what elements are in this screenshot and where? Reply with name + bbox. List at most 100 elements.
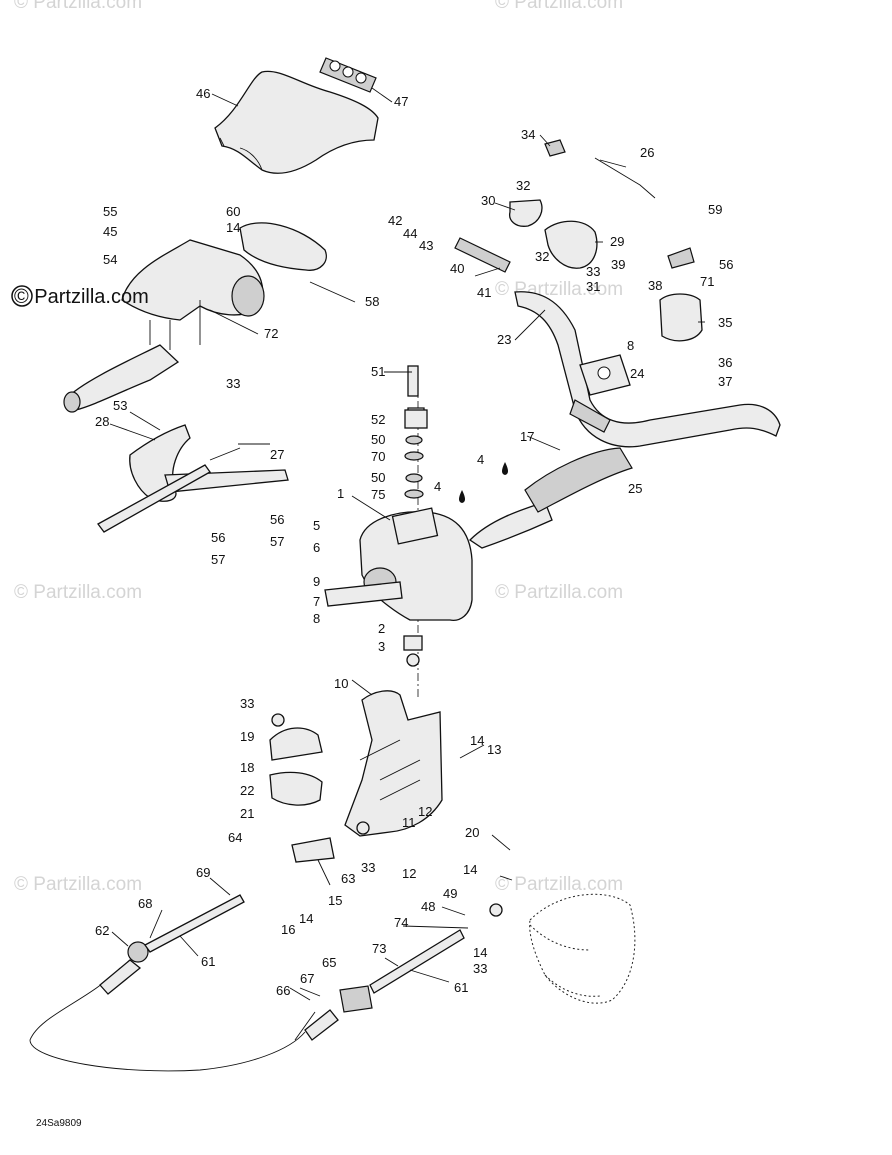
callout-25[interactable]: 25 <box>628 481 642 496</box>
watermark-text: © Partzilla.com <box>495 0 623 13</box>
callout-39[interactable]: 39 <box>611 257 625 272</box>
callout-6[interactable]: 6 <box>313 540 320 555</box>
callout-70[interactable]: 70 <box>371 449 385 464</box>
callout-8[interactable]: 8 <box>627 338 634 353</box>
callout-57[interactable]: 57 <box>270 534 284 549</box>
callout-48[interactable]: 48 <box>421 899 435 914</box>
callout-55[interactable]: 55 <box>103 204 117 219</box>
callout-61[interactable]: 61 <box>201 954 215 969</box>
callout-19[interactable]: 19 <box>240 729 254 744</box>
callout-13[interactable]: 13 <box>487 742 501 757</box>
callout-32b[interactable]: 32 <box>535 249 549 264</box>
callout-63[interactable]: 63 <box>341 871 355 886</box>
callout-14[interactable]: 14 <box>226 220 240 235</box>
callout-56c[interactable]: 56 <box>211 530 225 545</box>
callout-31[interactable]: 31 <box>586 279 600 294</box>
callout-11[interactable]: 11 <box>402 815 416 830</box>
callout-1[interactable]: 1 <box>337 486 344 501</box>
watermark-text: © Partzilla.com <box>495 279 623 300</box>
callout-54[interactable]: 54 <box>103 252 117 267</box>
callout-20[interactable]: 20 <box>465 825 479 840</box>
callout-36[interactable]: 36 <box>718 355 732 370</box>
callout-32[interactable]: 32 <box>516 178 530 193</box>
callout-75[interactable]: 75 <box>371 487 385 502</box>
callout-59[interactable]: 59 <box>708 202 722 217</box>
callout-33d[interactable]: 33 <box>361 860 375 875</box>
callout-58[interactable]: 58 <box>365 294 379 309</box>
callout-57b[interactable]: 57 <box>211 552 225 567</box>
callout-16[interactable]: 16 <box>281 922 295 937</box>
callout-74[interactable]: 74 <box>394 915 408 930</box>
callout-2[interactable]: 2 <box>378 621 385 636</box>
callout-45[interactable]: 45 <box>103 224 117 239</box>
watermark-main: © Partzilla.com <box>11 285 149 308</box>
callout-69[interactable]: 69 <box>196 865 210 880</box>
callout-26[interactable]: 26 <box>640 145 654 160</box>
callout-18[interactable]: 18 <box>240 760 254 775</box>
callout-60[interactable]: 60 <box>226 204 240 219</box>
callout-34[interactable]: 34 <box>521 127 535 142</box>
callout-56[interactable]: 56 <box>719 257 733 272</box>
callout-68[interactable]: 68 <box>138 896 152 911</box>
callout-3[interactable]: 3 <box>378 639 385 654</box>
callout-44[interactable]: 44 <box>403 226 417 241</box>
pump-ghost-group <box>529 893 636 1004</box>
callout-41[interactable]: 41 <box>477 285 491 300</box>
callout-24[interactable]: 24 <box>630 366 644 381</box>
callout-37[interactable]: 37 <box>718 374 732 389</box>
callout-7[interactable]: 7 <box>313 594 320 609</box>
callout-72[interactable]: 72 <box>264 326 278 341</box>
callout-52[interactable]: 52 <box>371 412 385 427</box>
callout-47[interactable]: 47 <box>394 94 408 109</box>
callout-35[interactable]: 35 <box>718 315 732 330</box>
callout-22[interactable]: 22 <box>240 783 254 798</box>
callout-4[interactable]: 4 <box>477 452 484 467</box>
callout-33c[interactable]: 33 <box>240 696 254 711</box>
callout-66[interactable]: 66 <box>276 983 290 998</box>
callout-14c[interactable]: 14 <box>463 862 477 877</box>
callout-14d[interactable]: 14 <box>299 911 313 926</box>
handlebar-tube-group <box>514 291 781 448</box>
callout-17[interactable]: 17 <box>520 429 534 444</box>
callout-50[interactable]: 50 <box>371 432 385 447</box>
callout-23[interactable]: 23 <box>497 332 511 347</box>
callout-5[interactable]: 5 <box>313 518 320 533</box>
leader-lines <box>109 87 705 1041</box>
callout-62[interactable]: 62 <box>95 923 109 938</box>
callout-42[interactable]: 42 <box>388 213 402 228</box>
callout-12b[interactable]: 12 <box>402 866 416 881</box>
throttle-bracket-group <box>97 424 289 533</box>
callout-8b[interactable]: 8 <box>313 611 320 626</box>
callout-43[interactable]: 43 <box>419 238 433 253</box>
callout-27[interactable]: 27 <box>270 447 284 462</box>
callout-73[interactable]: 73 <box>372 941 386 956</box>
callout-30[interactable]: 30 <box>481 193 495 208</box>
callout-38[interactable]: 38 <box>648 278 662 293</box>
callout-46[interactable]: 46 <box>196 86 210 101</box>
callout-9[interactable]: 9 <box>313 574 320 589</box>
callout-71[interactable]: 71 <box>700 274 714 289</box>
callout-50b[interactable]: 50 <box>371 470 385 485</box>
callout-40[interactable]: 40 <box>450 261 464 276</box>
callout-56b[interactable]: 56 <box>270 512 284 527</box>
callout-29[interactable]: 29 <box>610 234 624 249</box>
callout-10[interactable]: 10 <box>334 676 348 691</box>
callout-61b[interactable]: 61 <box>454 980 468 995</box>
callout-14e[interactable]: 14 <box>473 945 487 960</box>
callout-33b[interactable]: 33 <box>226 376 240 391</box>
callout-21[interactable]: 21 <box>240 806 254 821</box>
callout-33e[interactable]: 33 <box>473 961 487 976</box>
callout-65[interactable]: 65 <box>322 955 336 970</box>
callout-53[interactable]: 53 <box>113 398 127 413</box>
callout-49[interactable]: 49 <box>443 886 457 901</box>
callout-28[interactable]: 28 <box>95 414 109 429</box>
callout-67[interactable]: 67 <box>300 971 314 986</box>
callout-12[interactable]: 12 <box>418 804 432 819</box>
callout-51[interactable]: 51 <box>371 364 385 379</box>
callout-15[interactable]: 15 <box>328 893 342 908</box>
left-housing-group <box>63 222 327 413</box>
callout-4b[interactable]: 4 <box>434 479 441 494</box>
callout-33[interactable]: 33 <box>586 264 600 279</box>
callout-14b[interactable]: 14 <box>470 733 484 748</box>
callout-64[interactable]: 64 <box>228 830 242 845</box>
